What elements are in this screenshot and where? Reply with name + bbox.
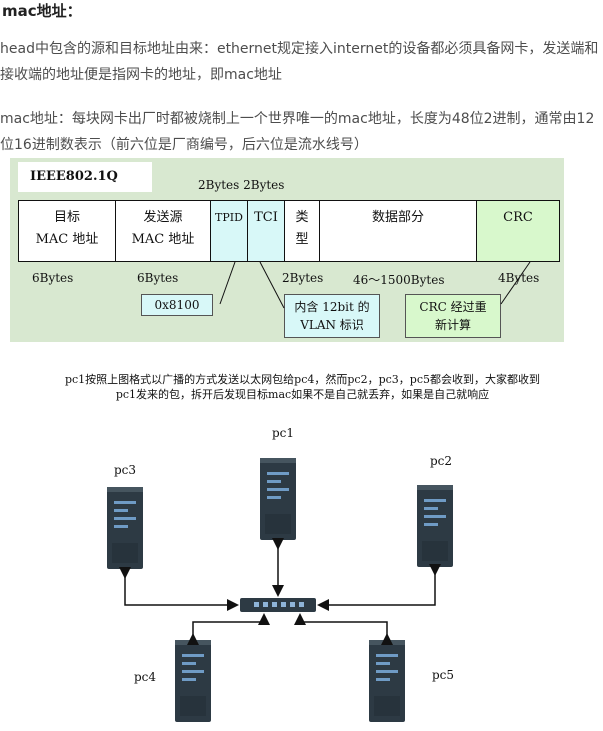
cell-dest-mac-line1: 目标 [53,210,80,225]
cell-type-line2: 型 [295,232,309,247]
paragraph-mac-definition: mac地址：每块网卡出厂时都被烧制上一个世界唯一的mac地址，长度为48位2进制… [0,111,595,153]
size-label-src: 6Bytes [137,271,179,285]
network-caption-line2: pc1发来的包，拆开后发现目标mac如果不是自己就丢弃，如果是自己就响应 [115,388,490,401]
tpid-value-note: 0x8100 [141,294,213,316]
cell-tci: TCI [247,200,285,262]
size-label-dest: 6Bytes [32,271,74,285]
cell-crc-label: CRC [503,210,533,225]
tag-size-label: 2Bytes 2Bytes [198,178,285,192]
pc5-label: pc5 [432,668,455,682]
network-caption-line1: pc1按照上图格式以广播的方式发送以太网包给pc4，然而pc2，pc3，pc5都… [64,373,540,386]
cell-src-mac-line2: MAC 地址 [131,232,195,247]
server-icon [369,640,405,722]
frame-title: IEEE802.1Q [18,162,152,192]
server-icon [175,640,211,722]
server-icon [260,458,296,540]
paragraph-head-origin: head中包含的源和目标地址由来：ethernet规定接入internet的设备… [0,41,599,83]
pc2-label: pc2 [430,454,453,468]
network-caption: pc1按照上图格式以广播的方式发送以太网包给pc4，然而pc2，pc3，pc5都… [10,372,595,402]
cell-data-label: 数据部分 [371,210,424,225]
cell-type-line1: 类 [295,210,309,225]
cell-dest-mac-line2: MAC 地址 [35,232,99,247]
cell-crc: CRC [476,200,560,262]
server-icon [107,487,143,569]
crc-note-line1: CRC 经过重 [419,300,487,314]
annotation-leader-lines [219,261,531,309]
crc-note-line2: 新计算 [434,318,471,332]
size-label-data: 46～1500Bytes [353,273,445,287]
tci-vlan-note: 内含 12bit 的 VLAN 标识 [284,294,380,338]
cell-tpid-label: TPID [215,211,243,224]
tci-note-line2: VLAN 标识 [300,318,364,332]
cell-tci-label: TCI [254,210,278,225]
cell-type: 类 型 [284,200,320,262]
ieee8021q-frame-diagram: IEEE802.1Q 2Bytes 2Bytes 目标 MAC 地址 发送源 M… [10,158,564,342]
pc1-label: pc1 [272,426,295,440]
section-heading: mac地址： [2,2,82,20]
cell-dest-mac: 目标 MAC 地址 [18,200,116,262]
server-icon [417,485,453,567]
cell-data: 数据部分 [319,200,477,262]
tci-note-line1: 内含 12bit 的 [294,300,370,314]
size-label-type: 2Bytes [282,271,324,285]
switch-icon [240,598,316,612]
cell-src-mac-line1: 发送源 [143,210,183,225]
crc-recalc-note: CRC 经过重 新计算 [405,294,501,338]
pc3-label: pc3 [114,463,137,477]
pc4-label: pc4 [134,670,157,684]
